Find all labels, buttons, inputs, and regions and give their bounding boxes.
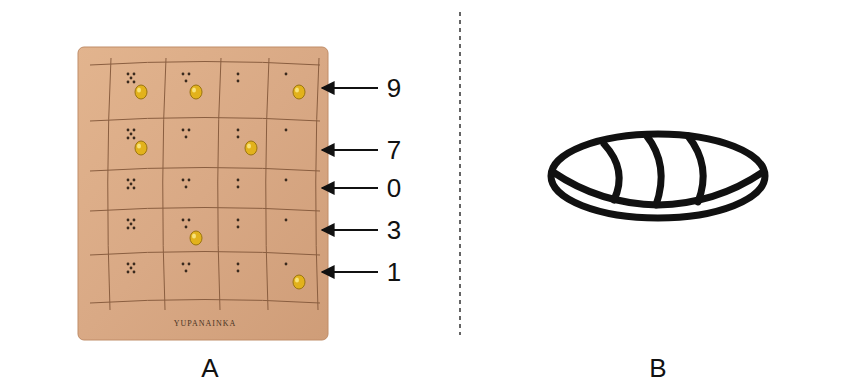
board-dot xyxy=(133,271,136,274)
seed-highlight xyxy=(192,88,196,93)
board-dot xyxy=(237,226,240,229)
board-dot xyxy=(237,186,240,189)
board-dot xyxy=(127,271,130,274)
seed xyxy=(245,141,257,155)
seed-highlight xyxy=(137,144,141,149)
grid-line xyxy=(90,208,320,212)
grid-line xyxy=(163,58,166,310)
board-dots xyxy=(127,73,288,274)
board-dot xyxy=(285,73,288,76)
value-number: 9 xyxy=(387,75,401,101)
grid-line xyxy=(90,62,320,66)
board-dot xyxy=(127,227,130,230)
board-dot xyxy=(133,137,136,140)
grid-line xyxy=(90,118,320,122)
seed xyxy=(293,275,305,289)
board-dot xyxy=(182,219,185,222)
panel-label: B xyxy=(649,355,666,381)
board-dot xyxy=(185,80,188,83)
board-dot xyxy=(130,183,133,186)
seed-highlight xyxy=(247,144,251,149)
board-dot xyxy=(127,263,130,266)
board-dot xyxy=(127,179,130,182)
board-dot xyxy=(130,267,133,270)
value-number: 7 xyxy=(387,137,401,163)
board-dot xyxy=(237,263,240,266)
board-dot xyxy=(188,179,191,182)
grid-line xyxy=(266,58,269,310)
board-dot xyxy=(237,136,240,139)
seed xyxy=(135,85,147,99)
board-dot xyxy=(127,219,130,222)
board-dot xyxy=(237,73,240,76)
seed xyxy=(190,231,202,245)
board-grid xyxy=(90,58,320,310)
grid-line xyxy=(316,58,319,310)
board-dot xyxy=(127,187,130,190)
seed xyxy=(135,141,147,155)
board-dot xyxy=(237,179,240,182)
seeds xyxy=(135,85,305,289)
grid-line xyxy=(90,300,320,304)
board-dot xyxy=(185,226,188,229)
yupana-board xyxy=(78,47,328,340)
board-dot xyxy=(133,227,136,230)
board-dot xyxy=(285,129,288,132)
board-dot xyxy=(188,129,191,132)
board-dot xyxy=(133,263,136,266)
board-dot xyxy=(127,81,130,84)
grid-line xyxy=(90,168,320,172)
board-dot xyxy=(237,270,240,273)
board-dot xyxy=(130,223,133,226)
board-dot xyxy=(182,263,185,266)
board-dot xyxy=(285,179,288,182)
board-dot xyxy=(127,73,130,76)
board-dot xyxy=(127,137,130,140)
board-dot xyxy=(237,219,240,222)
seed xyxy=(293,85,305,99)
seed-highlight xyxy=(295,278,299,283)
board-dot xyxy=(188,219,191,222)
board-dot xyxy=(237,80,240,83)
board-dot xyxy=(133,179,136,182)
cuneiform-symbol xyxy=(551,134,765,218)
board-dot xyxy=(182,129,185,132)
board-dot xyxy=(185,186,188,189)
board-dot xyxy=(127,129,130,132)
board-dot xyxy=(285,219,288,222)
seed xyxy=(190,85,202,99)
seed-highlight xyxy=(192,234,196,239)
board-dot xyxy=(285,263,288,266)
divider xyxy=(459,12,461,335)
seed-highlight xyxy=(137,88,141,93)
panel-label: A xyxy=(201,355,218,381)
board-dot xyxy=(130,133,133,136)
grid-line xyxy=(218,58,221,310)
grid-line xyxy=(108,58,111,310)
brand-mark: YUPANAINKA xyxy=(174,320,237,328)
board-dot xyxy=(133,81,136,84)
board-dot xyxy=(182,73,185,76)
value-number: 1 xyxy=(387,259,401,285)
board-dot xyxy=(133,187,136,190)
seed-highlight xyxy=(295,88,299,93)
board-dot xyxy=(182,179,185,182)
board-dot xyxy=(188,263,191,266)
board-dot xyxy=(185,136,188,139)
pointer-arrows xyxy=(322,88,378,272)
board-dot xyxy=(133,219,136,222)
board-dot xyxy=(133,129,136,132)
board-dot xyxy=(130,77,133,80)
grid-line xyxy=(90,252,320,256)
board-dot xyxy=(237,129,240,132)
value-number: 3 xyxy=(387,217,401,243)
board-dot xyxy=(188,73,191,76)
value-number: 0 xyxy=(387,175,401,201)
board-dot xyxy=(185,270,188,273)
board-dot xyxy=(133,73,136,76)
